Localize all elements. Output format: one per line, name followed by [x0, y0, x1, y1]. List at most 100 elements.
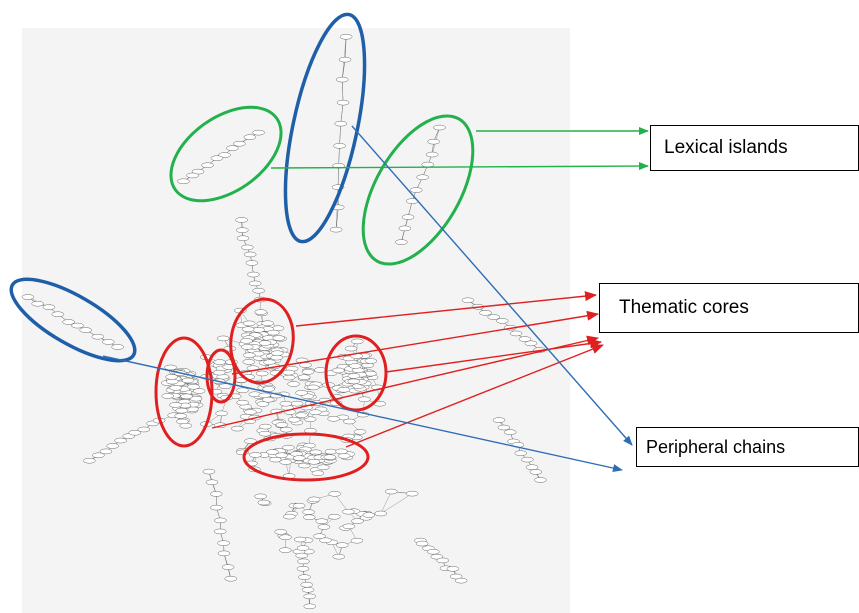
graph-edge [339, 123, 342, 146]
graph-node [342, 508, 355, 515]
graph-node [244, 409, 257, 415]
graph-edge [341, 59, 346, 80]
graph-node [91, 333, 105, 340]
graph-node [497, 424, 511, 431]
graph-node [461, 297, 475, 304]
graph-node [524, 340, 538, 347]
graph-node [328, 491, 341, 497]
graph-node [479, 310, 492, 316]
graph-node [240, 338, 253, 344]
graph-node [298, 374, 311, 380]
graph-node [337, 386, 350, 393]
graph-node [242, 320, 256, 327]
graph-node [295, 552, 308, 559]
graph-node [186, 172, 199, 179]
graph-node [179, 422, 192, 429]
graph-edge [380, 491, 392, 514]
lexical-arrow-2 [270, 162, 649, 171]
graph-node [92, 452, 105, 459]
graph-node [137, 426, 151, 433]
graph-node [334, 120, 348, 127]
peripheral-chain-ellipse-top [283, 12, 367, 244]
graph-node [177, 178, 190, 185]
graph-node [300, 581, 313, 588]
graph-edge [380, 493, 413, 514]
graph-node [217, 550, 231, 557]
graph-node [401, 214, 415, 220]
graph-node [175, 407, 188, 414]
thematic-core-ellipse-upper [229, 297, 295, 385]
graph-node [233, 140, 246, 147]
graph-node [295, 390, 308, 396]
graph-node [395, 239, 408, 245]
graph-node [274, 529, 287, 535]
graph-node [254, 309, 267, 315]
graph-node [221, 564, 235, 570]
graph-node [287, 417, 301, 423]
graph-node [164, 364, 177, 371]
graph-node [242, 359, 256, 365]
graph-node [180, 393, 193, 400]
graph-node [529, 469, 543, 475]
graph-node [231, 425, 244, 432]
graph-node [258, 430, 272, 437]
graph-node [243, 352, 256, 358]
graph-node [62, 319, 75, 325]
graph-node [261, 320, 274, 326]
graph-node [181, 377, 195, 384]
thematic-core-ellipse-right [324, 334, 388, 412]
lexical-island-ellipse-left [169, 105, 283, 203]
graph-node [427, 548, 440, 555]
graph-node [224, 575, 238, 582]
graph-node [214, 517, 227, 524]
graph-node [259, 423, 272, 430]
lexical-island-ellipse-right [361, 114, 475, 266]
graph-node [332, 553, 345, 560]
graph-edge [337, 165, 339, 188]
graph-edge [338, 145, 340, 166]
graph-node [503, 429, 517, 435]
graph-node [492, 417, 506, 423]
graph-node [213, 359, 226, 365]
graph-node [335, 448, 348, 455]
graph-node [518, 336, 532, 342]
graph-node [303, 514, 316, 520]
graph-node [248, 280, 262, 287]
graph-node [255, 370, 269, 377]
graph-node [287, 381, 300, 387]
graph-node [303, 593, 316, 600]
graph-node [301, 369, 315, 375]
graph-node [328, 514, 341, 520]
graph-node [295, 412, 308, 418]
graph-node [201, 162, 214, 168]
graph-node [347, 373, 361, 379]
graph-node [353, 429, 367, 435]
network-graph [21, 34, 547, 610]
thematic-arrow-5 [345, 344, 604, 448]
graph-node [351, 518, 364, 524]
graph-node [71, 322, 84, 329]
graph-node [241, 244, 254, 251]
graph-node [272, 335, 285, 341]
graph-node [385, 488, 398, 495]
annotation-ellipses [9, 12, 475, 482]
graph-node [301, 587, 315, 593]
graph-node [243, 134, 257, 140]
graph-node [241, 326, 255, 332]
graph-node [106, 443, 119, 449]
thematic-arrow-2 [231, 310, 599, 375]
graph-node [307, 496, 321, 503]
graph-node [337, 453, 351, 459]
graph-edge [344, 36, 347, 60]
graph-node [114, 437, 127, 444]
graph-node [342, 523, 356, 530]
graph-node [283, 513, 296, 520]
graph-node [226, 145, 239, 151]
graph-node [275, 452, 288, 459]
graph-node [187, 383, 200, 390]
graph-node [266, 449, 279, 455]
graph-node [21, 294, 35, 300]
lexical-islands-label: Lexical islands [664, 137, 788, 158]
graph-node [217, 540, 230, 546]
